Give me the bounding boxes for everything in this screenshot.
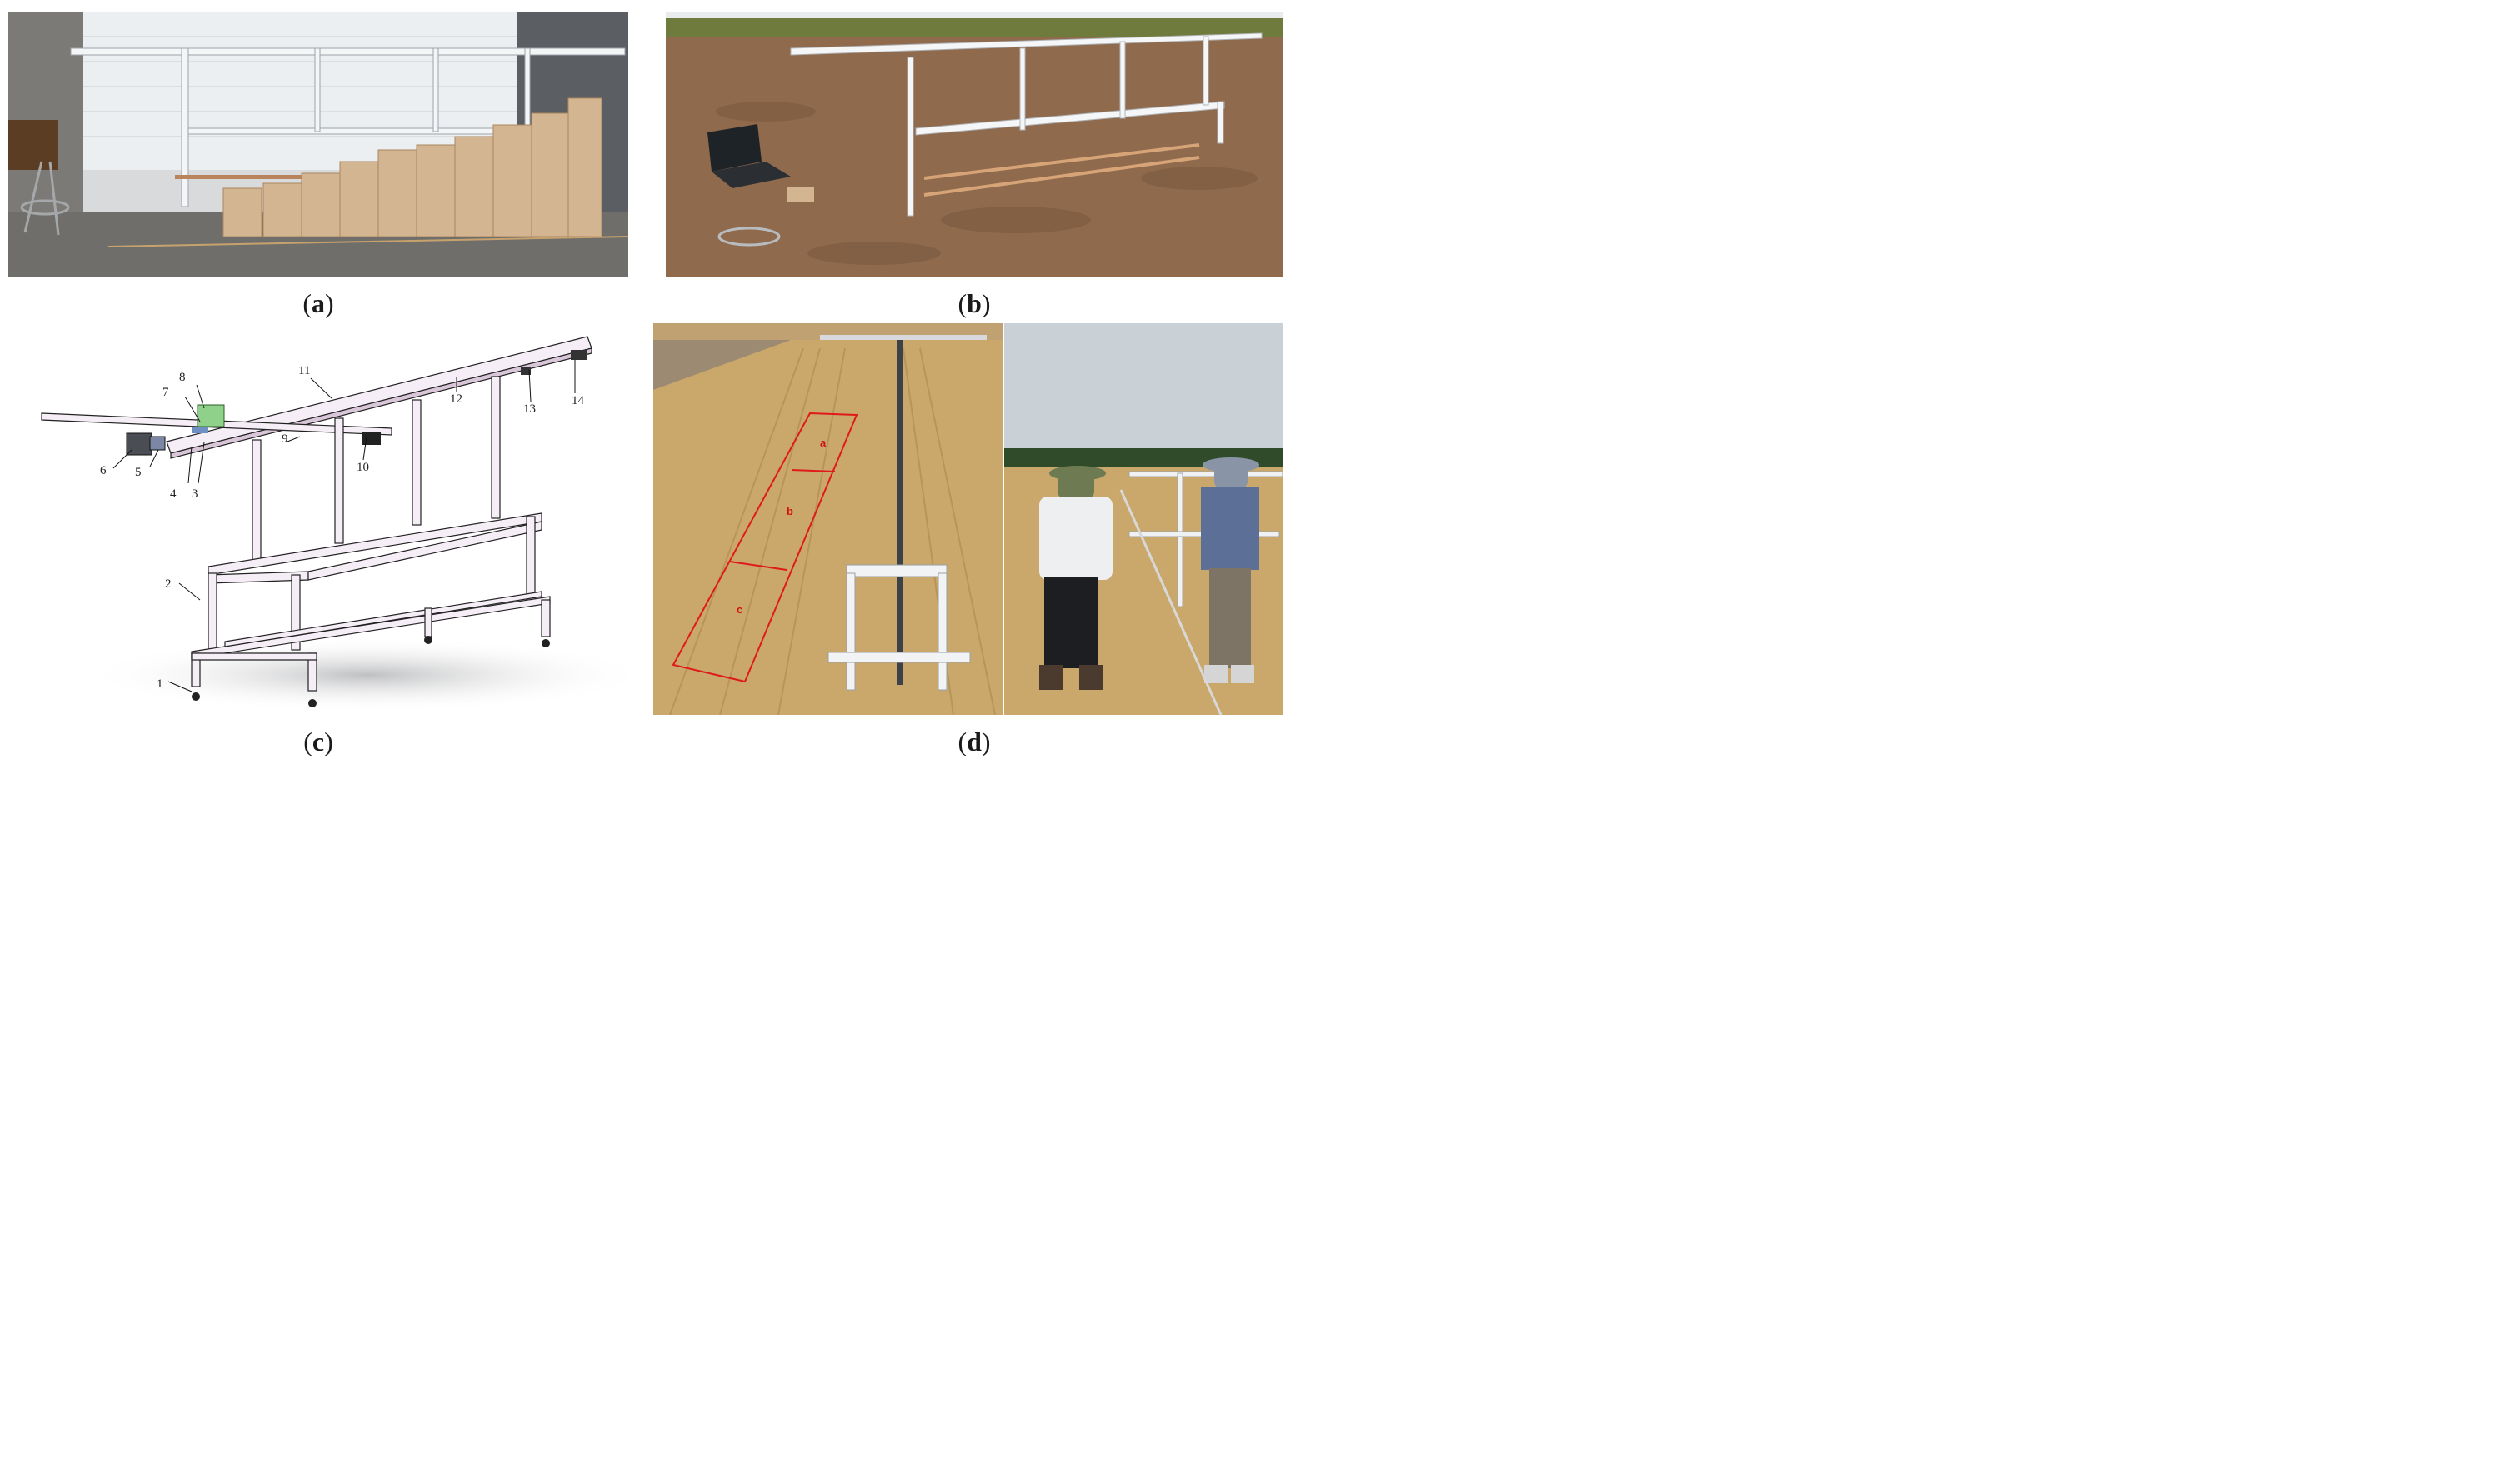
callout-14: 14 bbox=[572, 394, 584, 407]
plot-label-b: b bbox=[787, 505, 793, 517]
callout-5: 5 bbox=[135, 466, 142, 479]
caption-b: (b) bbox=[958, 288, 991, 318]
callout-4: 4 bbox=[170, 487, 177, 501]
callout-7: 7 bbox=[162, 386, 169, 399]
caption-c: (c) bbox=[303, 727, 333, 756]
cad-drawing bbox=[41, 336, 633, 712]
photo-warehouse bbox=[8, 12, 628, 277]
callout-9: 9 bbox=[282, 432, 288, 446]
callout-11: 11 bbox=[298, 364, 311, 377]
plot-label-a: a bbox=[820, 437, 827, 449]
callout-1: 1 bbox=[157, 677, 163, 691]
photo-panel-d-left: a b c bbox=[653, 323, 1003, 715]
photo-wheat-field-plots bbox=[653, 323, 1003, 715]
callout-6: 6 bbox=[100, 464, 107, 477]
photo-researchers bbox=[1004, 323, 1282, 715]
cad-panel-c: 1 2 3 4 5 6 7 8 9 10 11 12 13 14 bbox=[33, 325, 633, 717]
photo-panel-a bbox=[8, 12, 628, 277]
callout-13: 13 bbox=[523, 402, 536, 416]
callout-12: 12 bbox=[450, 392, 462, 406]
caption-d: (d) bbox=[958, 727, 991, 756]
photo-panel-b bbox=[666, 12, 1282, 277]
callout-10: 10 bbox=[357, 461, 369, 474]
callout-3: 3 bbox=[192, 487, 198, 501]
photo-panel-d-right bbox=[1004, 323, 1282, 715]
callout-8: 8 bbox=[179, 371, 186, 384]
callout-2: 2 bbox=[165, 577, 172, 591]
photo-bare-soil-field bbox=[666, 12, 1282, 277]
caption-a: (a) bbox=[302, 288, 334, 318]
plot-label-c: c bbox=[737, 603, 743, 616]
